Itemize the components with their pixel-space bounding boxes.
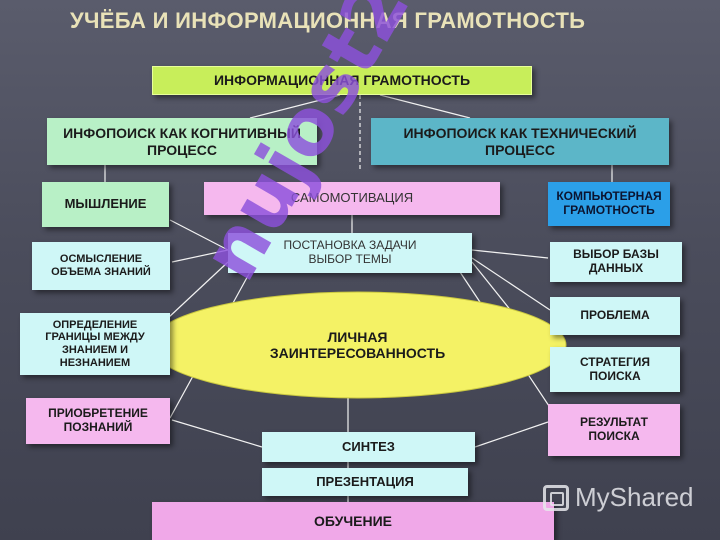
box-thinking: МЫШЛЕНИЕ [42,182,169,227]
connector [471,249,549,259]
box-computer-literacy: КОМПЬЮТЕРНАЯ ГРАМОТНОСТЬ [548,182,670,226]
connector [249,94,341,119]
myshared-icon [543,484,569,511]
connector [169,219,229,251]
connector [379,94,471,119]
box-acquiring-knowledge: ПРИОБРЕТЕНИЕ ПОЗНАНИЙ [26,398,170,444]
box-cognitive-process: ИНФОПОИСК КАК КОГНИТИВНЫЙ ПРОЦЕСС [47,118,317,165]
myshared-logo: MyShared [543,482,694,513]
page-title: УЧЁБА И ИНФОРМАЦИОННАЯ ГРАМОТНОСТЬ [70,8,586,33]
box-information-literacy: ИНФОРМАЦИОННАЯ ГРАМОТНОСТЬ [152,66,532,95]
connector [171,419,263,448]
box-search-result: РЕЗУЛЬТАТ ПОИСКА [548,404,680,456]
box-task-setting: ПОСТАНОВКА ЗАДАЧИ ВЫБОР ТЕМЫ [228,233,472,273]
box-search-strategy: СТРАТЕГИЯ ПОИСКА [550,347,680,392]
connector [471,257,551,311]
box-knowledge-scope: ОСМЫСЛЕНИЕ ОБЪЕМА ЗНАНИЙ [32,242,170,290]
box-database-choice: ВЫБОР БАЗЫ ДАННЫХ [550,242,682,282]
label-personal-interest: ЛИЧНАЯ ЗАИНТЕРЕСОВАННОСТЬ [269,328,446,361]
box-presentation: ПРЕЗЕНТАЦИЯ [262,468,468,496]
connector [171,249,229,263]
connector [167,261,229,319]
box-learning: ОБУЧЕНИЕ [152,502,554,540]
box-technical-process: ИНФОПОИСК КАК ТЕХНИЧЕСКИЙ ПРОЦЕСС [371,118,669,165]
box-synthesis: СИНТЕЗ [262,432,475,462]
box-self-motivation: САМОМОТИВАЦИЯ [204,182,500,215]
myshared-brand: MyShared [575,482,694,512]
connector [474,421,549,448]
box-knowledge-boundary: ОПРЕДЕЛЕНИЕ ГРАНИЦЫ МЕЖДУ ЗНАНИЕМ И НЕЗН… [20,313,170,375]
box-problem: ПРОБЛЕМА [550,297,680,335]
